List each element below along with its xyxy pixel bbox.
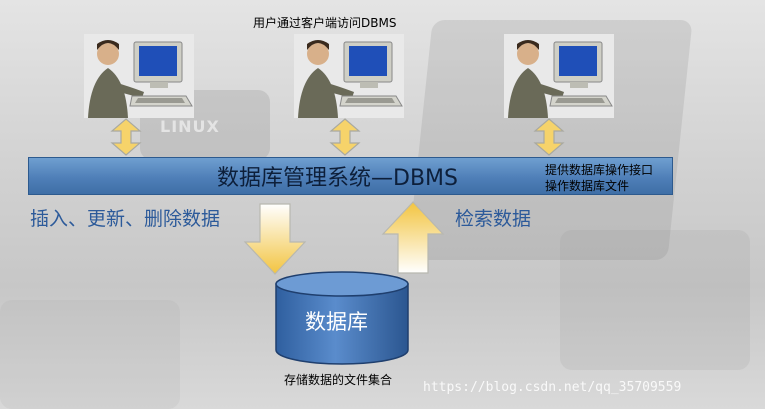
dbms-bar xyxy=(28,157,673,195)
dbms-note: 提供数据库操作接口 操作数据库文件 xyxy=(545,162,653,194)
label-query: 检索数据 xyxy=(455,208,532,230)
database-label: 数据库 xyxy=(305,310,368,334)
client-3-user-at-computer-icon xyxy=(504,34,614,118)
background-panel xyxy=(560,230,750,370)
watermark: https://blog.csdn.net/qq_35709559 xyxy=(423,380,682,395)
background-linux-text: LINUX xyxy=(160,117,220,136)
double-arrow-vertical-icon xyxy=(533,118,565,156)
double-arrow-vertical-icon xyxy=(110,118,142,156)
client-1-user-at-computer-icon xyxy=(84,34,194,118)
database-caption: 存储数据的文件集合 xyxy=(284,373,393,387)
up-arrow-icon xyxy=(381,201,445,274)
database-cylinder-icon xyxy=(275,271,409,365)
dbms-note-line-2: 操作数据库文件 xyxy=(545,179,630,193)
double-arrow-vertical-icon xyxy=(329,118,361,156)
dbms-title: 数据库管理系统—DBMS xyxy=(217,166,458,191)
background-panel xyxy=(0,300,180,409)
client-2-user-at-computer-icon xyxy=(294,34,404,118)
caption-top: 用户通过客户端访问DBMS xyxy=(253,16,397,30)
label-insert-update-delete: 插入、更新、删除数据 xyxy=(30,208,221,230)
dbms-note-line-1: 提供数据库操作接口 xyxy=(545,163,654,177)
down-arrow-icon xyxy=(243,203,307,275)
